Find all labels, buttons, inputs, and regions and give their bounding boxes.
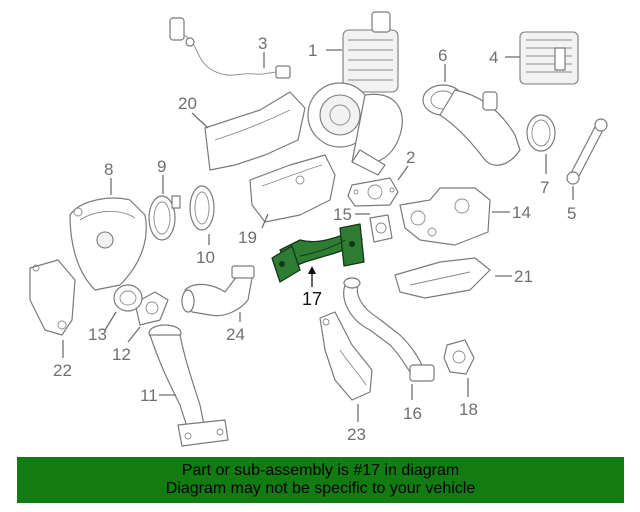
part-3-sensor[interactable] xyxy=(169,17,291,79)
label-20: 20 xyxy=(178,94,197,113)
label-17: 17 xyxy=(302,289,322,309)
part-5-link[interactable] xyxy=(566,118,608,185)
part-21-shield[interactable] xyxy=(394,257,491,299)
part-2-gasket[interactable] xyxy=(347,177,399,207)
part-19-heat-shield[interactable] xyxy=(249,154,336,223)
label-3: 3 xyxy=(258,34,267,53)
label-11: 11 xyxy=(140,386,158,405)
part-17-egr-pipe-highlighted[interactable] xyxy=(271,223,365,283)
part-24-elbow-pipe[interactable] xyxy=(181,265,255,317)
part-23-bracket[interactable] xyxy=(319,311,373,401)
label-12: 12 xyxy=(112,345,131,364)
label-15: 15 xyxy=(333,205,352,224)
label-9: 9 xyxy=(157,157,166,176)
label-19: 19 xyxy=(238,228,257,247)
part-18-gasket[interactable] xyxy=(443,339,475,375)
part-13-gasket[interactable] xyxy=(113,284,143,312)
part-12-flange[interactable] xyxy=(134,291,169,326)
banner-line-1: Part or sub-assembly is #17 in diagram xyxy=(181,462,460,479)
banner-line-2: Diagram may not be specific to your vehi… xyxy=(165,480,476,497)
info-banner: Part or sub-assembly is #17 in diagram D… xyxy=(17,457,624,503)
part-11-down-pipe[interactable] xyxy=(148,324,229,447)
label-13: 13 xyxy=(88,325,107,344)
part-20-heat-shield[interactable] xyxy=(204,91,306,171)
part-14-bracket[interactable] xyxy=(399,187,491,246)
label-6: 6 xyxy=(438,46,447,65)
part-6-outlet-pipe[interactable] xyxy=(422,84,521,166)
label-16: 16 xyxy=(403,404,422,423)
parts-diagram: 1 2 3 4 5 6 7 xyxy=(29,11,608,447)
part-7-seal[interactable] xyxy=(526,114,556,152)
label-10: 10 xyxy=(196,248,215,267)
part-16-egr-tube[interactable] xyxy=(343,277,435,382)
label-18: 18 xyxy=(459,400,478,419)
part-10-gasket[interactable] xyxy=(189,185,215,231)
label-1: 1 xyxy=(308,41,317,60)
part-15-gasket[interactable] xyxy=(369,214,393,243)
part-9-clamp[interactable] xyxy=(148,195,181,241)
label-7: 7 xyxy=(540,178,549,197)
label-14: 14 xyxy=(512,203,531,222)
label-21: 21 xyxy=(514,267,533,286)
label-24: 24 xyxy=(226,325,245,344)
label-22: 22 xyxy=(53,361,72,380)
label-2: 2 xyxy=(406,148,415,167)
label-4: 4 xyxy=(489,48,498,67)
part-4-cooler[interactable] xyxy=(519,31,579,85)
part-22-cover[interactable] xyxy=(29,259,76,336)
part-8-converter[interactable] xyxy=(69,197,147,291)
label-8: 8 xyxy=(104,160,113,179)
label-5: 5 xyxy=(567,204,576,223)
label-23: 23 xyxy=(347,425,366,444)
part-1-turbocharger[interactable] xyxy=(307,11,403,176)
